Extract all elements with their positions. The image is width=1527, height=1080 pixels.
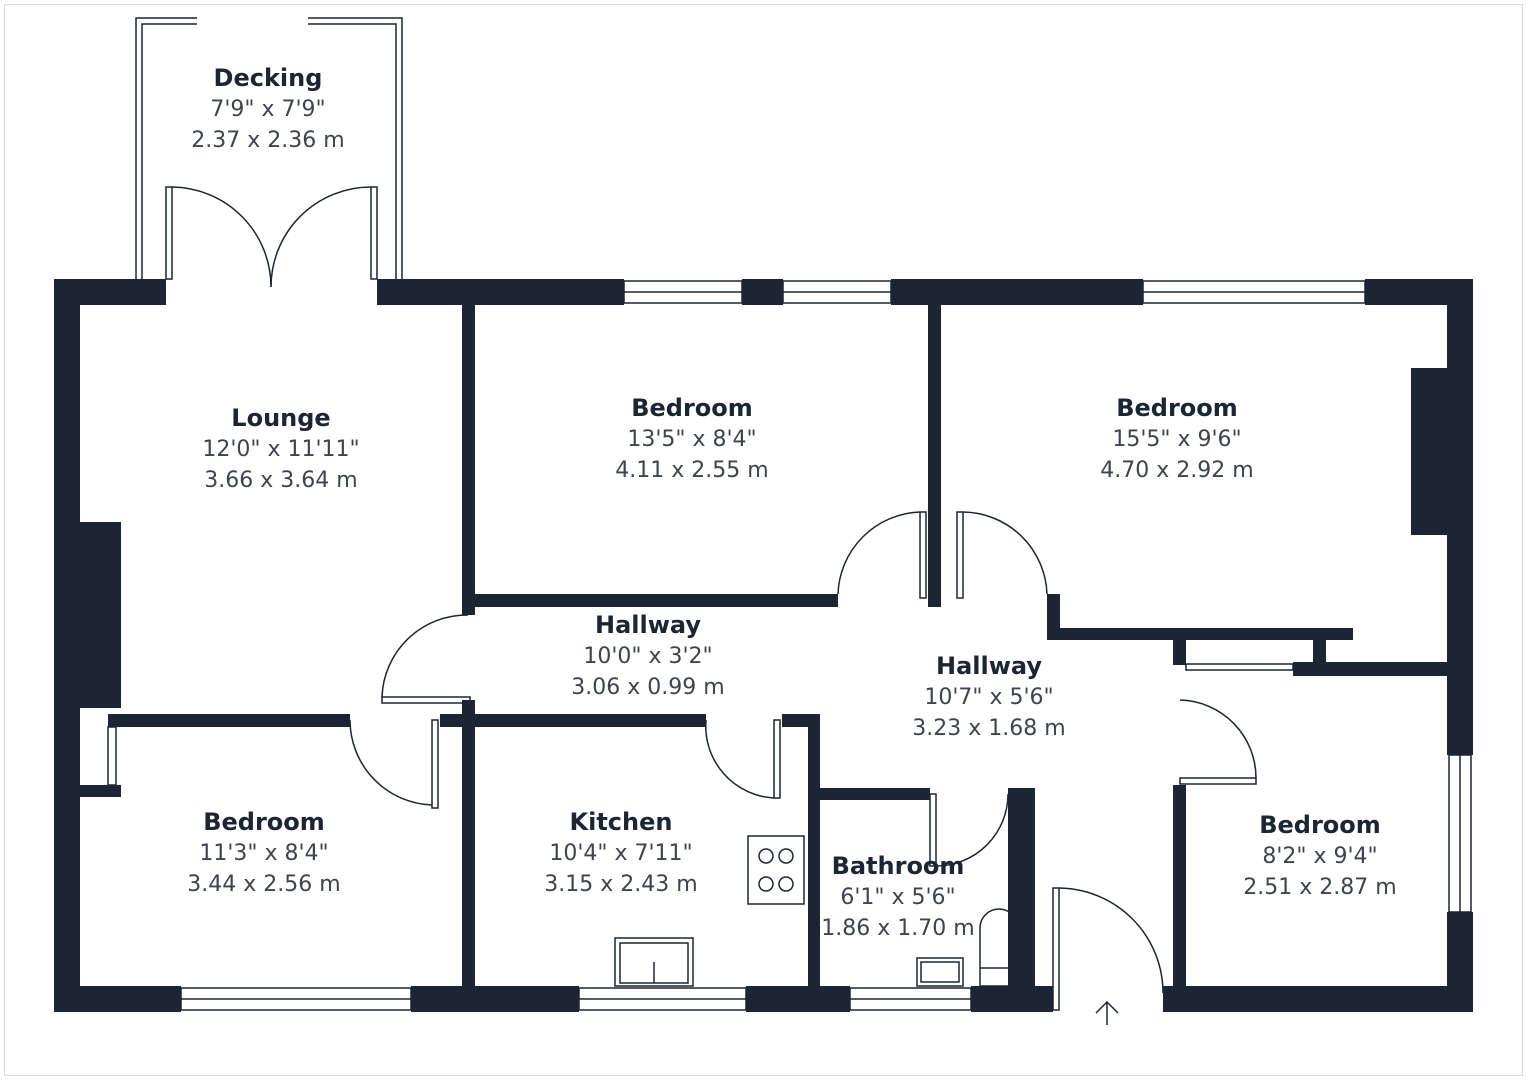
room-metric: 2.37 x 2.36 m <box>191 128 345 153</box>
room-metric: 3.15 x 2.43 m <box>544 872 698 897</box>
room-metric: 1.86 x 1.70 m <box>821 916 975 941</box>
room-lounge: Lounge 12'0" x 11'11" 3.66 x 3.64 m <box>202 402 359 496</box>
room-name: Kitchen <box>569 808 673 836</box>
room-decking: Decking 7'9" x 7'9" 2.37 x 2.36 m <box>191 62 344 156</box>
windows <box>107 280 1472 1011</box>
room-metric: 4.11 x 2.55 m <box>615 458 769 483</box>
room-imperial: 13'5" x 8'4" <box>627 427 757 452</box>
room-hallway-2: Hallway 10'7" x 5'6" 3.23 x 1.68 m <box>912 650 1065 744</box>
room-name: Lounge <box>231 404 331 432</box>
room-kitchen: Kitchen 10'4" x 7'11" 3.15 x 2.43 m <box>544 806 697 900</box>
room-name: Bedroom <box>631 394 753 422</box>
hob-icon <box>747 835 805 905</box>
room-metric: 3.44 x 2.56 m <box>187 872 341 897</box>
room-imperial: 10'4" x 7'11" <box>549 841 693 866</box>
room-bedroom-4: Bedroom 8'2" x 9'4" 2.51 x 2.87 m <box>1243 809 1396 903</box>
room-imperial: 10'0" x 3'2" <box>583 644 713 669</box>
room-metric: 4.70 x 2.92 m <box>1100 458 1254 483</box>
basin-icon <box>916 957 964 987</box>
room-metric: 3.06 x 0.99 m <box>571 675 725 700</box>
decking-and-doors <box>135 17 1294 1025</box>
room-name: Hallway <box>935 652 1042 680</box>
room-name: Bedroom <box>1116 394 1238 422</box>
sink-icon <box>614 937 694 987</box>
room-imperial: 11'3" x 8'4" <box>199 841 329 866</box>
room-imperial: 6'1" x 5'6" <box>840 885 956 910</box>
room-imperial: 8'2" x 9'4" <box>1262 844 1378 869</box>
room-bedroom-3: Bedroom 11'3" x 8'4" 3.44 x 2.56 m <box>187 806 340 900</box>
toilet-icon <box>979 908 1019 987</box>
room-metric: 2.51 x 2.87 m <box>1243 875 1397 900</box>
room-imperial: 12'0" x 11'11" <box>202 437 360 462</box>
room-imperial: 10'7" x 5'6" <box>924 685 1054 710</box>
room-bathroom: Bathroom 6'1" x 5'6" 1.86 x 1.70 m <box>821 850 974 944</box>
room-hallway-1: Hallway 10'0" x 3'2" 3.06 x 0.99 m <box>571 609 724 703</box>
room-bedroom-2: Bedroom 15'5" x 9'6" 4.70 x 2.92 m <box>1100 392 1253 486</box>
room-name: Bathroom <box>831 852 965 880</box>
room-name: Hallway <box>594 611 701 639</box>
walls <box>54 279 1473 1012</box>
room-name: Decking <box>213 64 323 92</box>
room-bedroom-1: Bedroom 13'5" x 8'4" 4.11 x 2.55 m <box>615 392 768 486</box>
room-name: Bedroom <box>203 808 325 836</box>
room-imperial: 7'9" x 7'9" <box>210 97 326 122</box>
room-name: Bedroom <box>1259 811 1381 839</box>
room-metric: 3.66 x 3.64 m <box>204 468 358 493</box>
room-imperial: 15'5" x 9'6" <box>1112 427 1242 452</box>
page-frame <box>4 4 1523 1076</box>
fixtures <box>614 835 1019 987</box>
room-metric: 3.23 x 1.68 m <box>912 716 1066 741</box>
